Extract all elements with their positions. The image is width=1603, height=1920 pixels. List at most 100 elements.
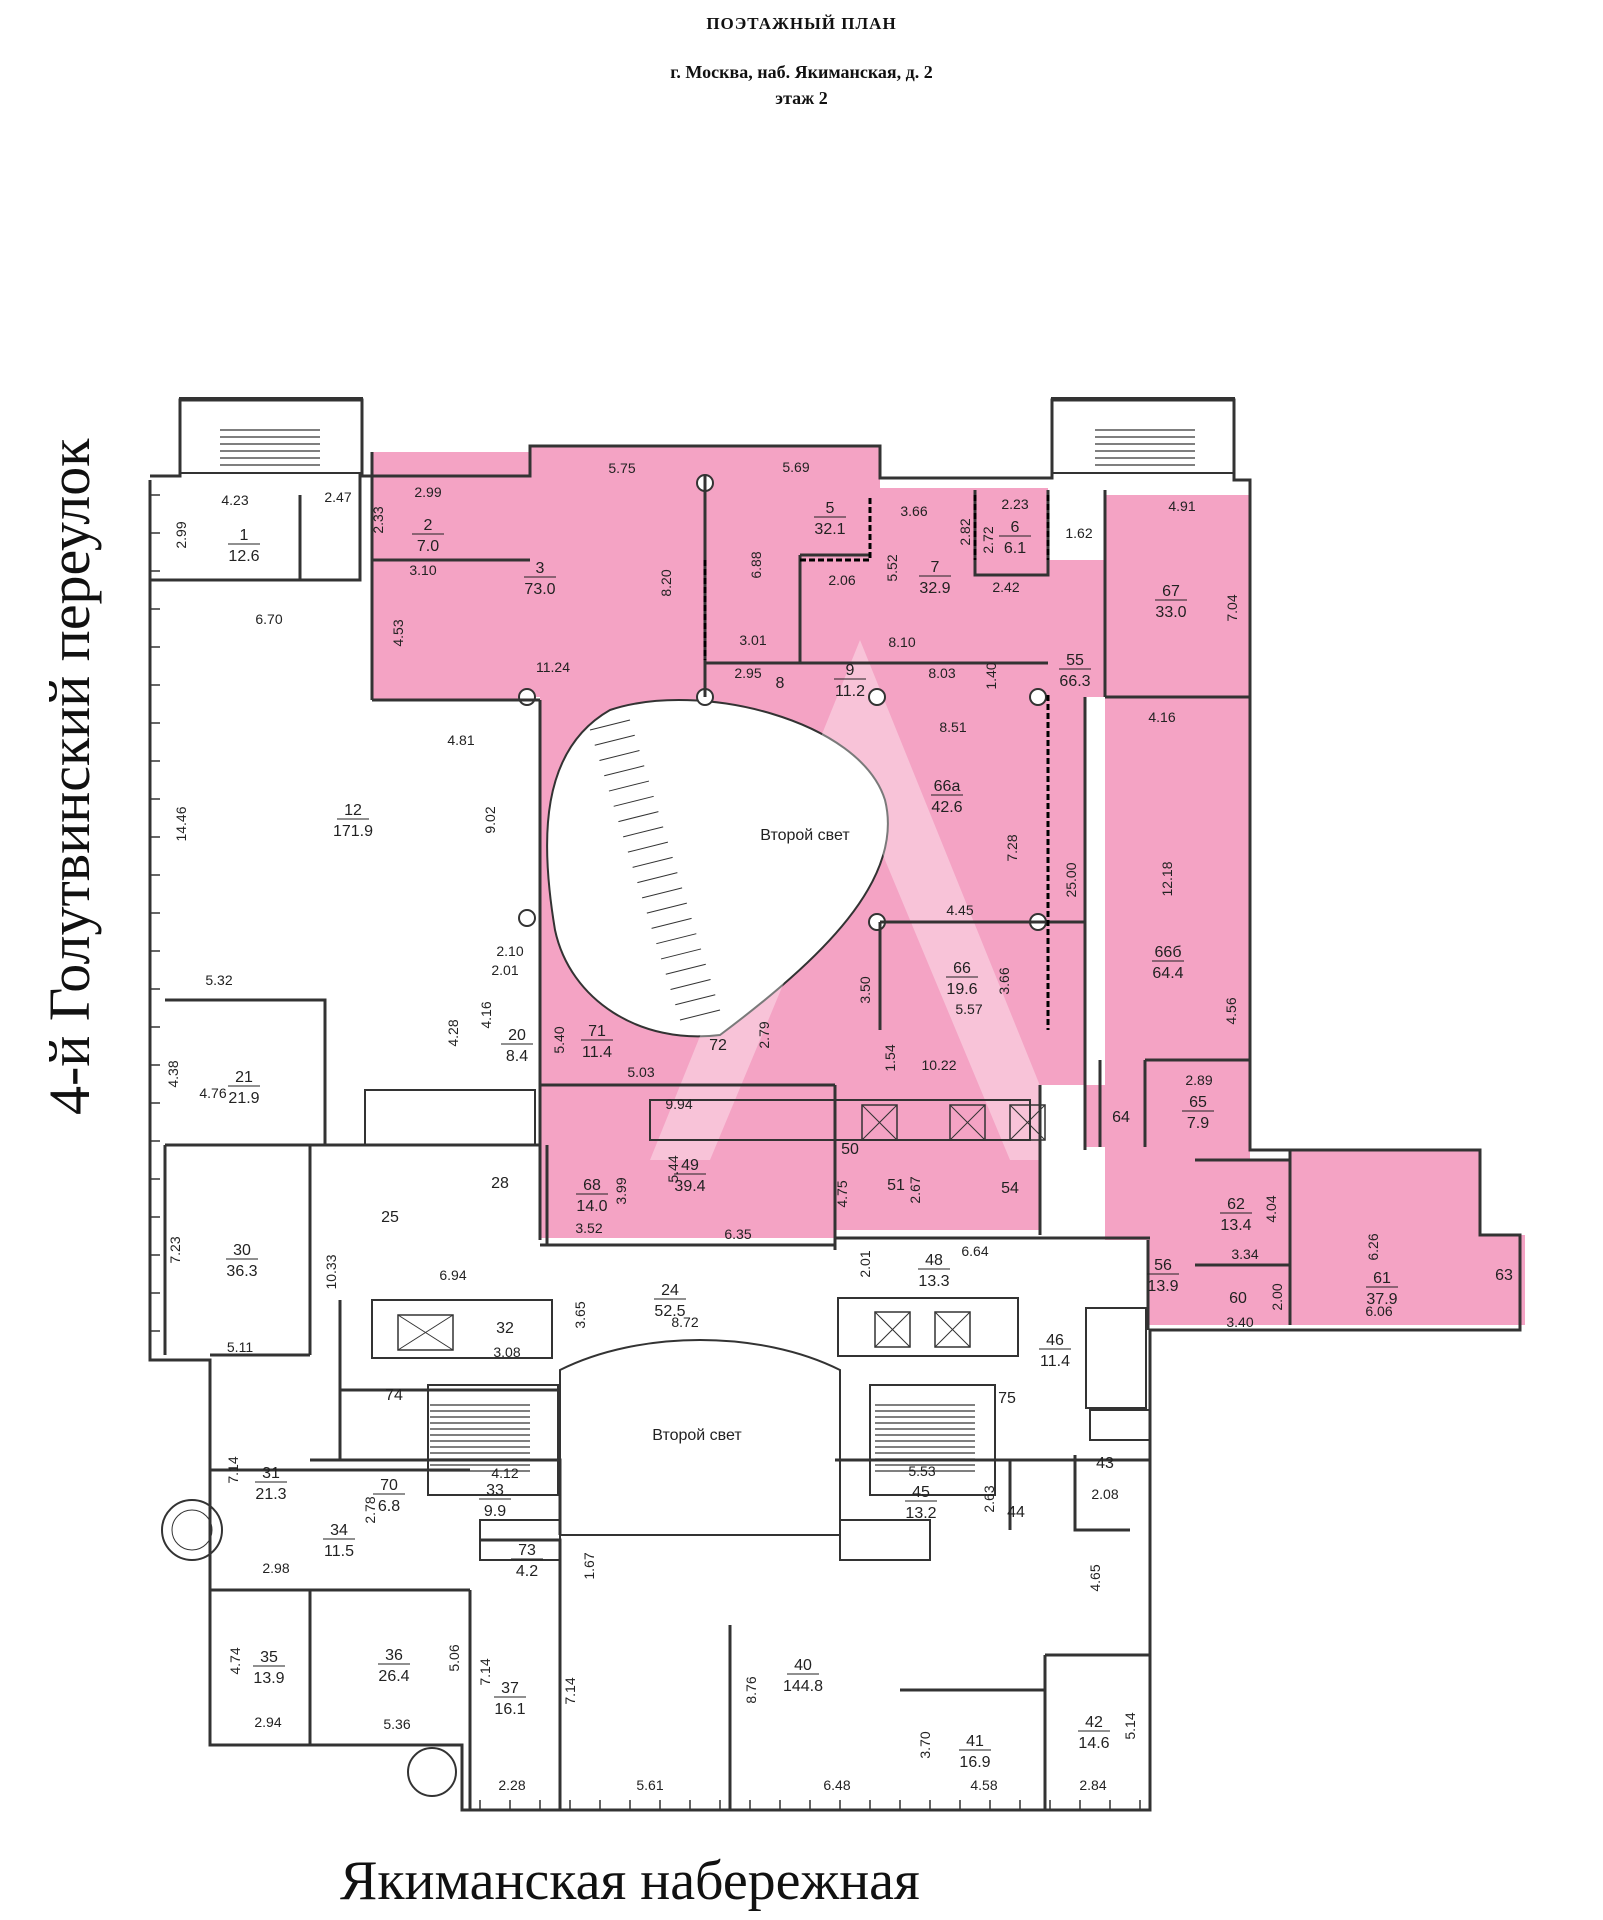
dimension-label: 4.53 (390, 619, 406, 646)
room-number: 46 (1046, 1332, 1064, 1349)
room-number: 66 (953, 960, 971, 977)
room-number: 36 (385, 1647, 403, 1664)
room-area: 6.1 (1004, 540, 1026, 557)
room-number: 48 (925, 1252, 943, 1269)
room-label: 25 (381, 1209, 399, 1226)
dimension-label: 5.44 (665, 1155, 681, 1182)
dimension-label: 2.82 (957, 518, 973, 545)
watermark-shape (650, 640, 1070, 1160)
room-number: 56 (1154, 1257, 1172, 1274)
room-number: 44 (1007, 1504, 1025, 1521)
room-number: 54 (1001, 1180, 1019, 1197)
room-number: 61 (1373, 1270, 1391, 1287)
dimension-label: 2.33 (370, 506, 386, 533)
dimension-label: 2.42 (992, 579, 1019, 595)
dimension-label: 7.04 (1224, 594, 1240, 621)
room-number: 62 (1227, 1196, 1245, 1213)
room-area: 13.9 (253, 1670, 284, 1687)
room-number: 51 (887, 1177, 905, 1194)
room-area: 64.4 (1152, 965, 1183, 982)
dimension-label: 2.63 (981, 1485, 997, 1512)
dimension-label: 4.56 (1223, 997, 1239, 1024)
room-number: 25 (381, 1209, 399, 1226)
structure-block (1051, 397, 1235, 474)
room-number: 2 (424, 517, 433, 534)
room-number: 43 (1096, 1455, 1114, 1472)
dimension-label: 2.00 (1269, 1283, 1285, 1310)
room-number: 24 (661, 1282, 679, 1299)
dimension-label: 4.12 (491, 1465, 518, 1481)
plan-title: ПОЭТАЖНЫЙ ПЛАН (706, 14, 897, 33)
room-number: 63 (1495, 1267, 1513, 1284)
structure-block (839, 1519, 931, 1561)
highlight-zone (1195, 1160, 1290, 1225)
dimension-label: 2.01 (857, 1250, 873, 1277)
room-number: 37 (501, 1680, 519, 1697)
dimension-label: 2.89 (1185, 1072, 1212, 1088)
room-label: 911.2 (834, 662, 866, 700)
room-area: 6.8 (378, 1498, 400, 1515)
column (868, 688, 886, 706)
room-number: 66а (934, 778, 961, 795)
round-feature (161, 1499, 223, 1561)
atrium-label: Второй свет (760, 827, 850, 844)
room-number: 68 (583, 1177, 601, 1194)
dimension-label: 8.51 (939, 719, 966, 735)
dimension-label: 6.06 (1365, 1303, 1392, 1319)
dimension-label: 2.95 (734, 665, 761, 681)
room-label: 43 (1096, 1455, 1114, 1472)
room-number: 20 (508, 1027, 526, 1044)
column (518, 688, 536, 706)
dimension-label: 2.01 (491, 962, 518, 978)
dimension-label: 5.75 (608, 460, 635, 476)
dimension-label: 2.94 (254, 1714, 281, 1730)
room-label: 532.1 (814, 500, 846, 538)
room-number: 74 (385, 1387, 403, 1404)
dimension-label: 4.91 (1168, 498, 1195, 514)
room-number: 66б (1155, 944, 1182, 961)
room-number: 67 (1162, 583, 1180, 600)
structure-block (837, 1297, 1019, 1357)
dimension-label: 8.76 (743, 1676, 759, 1703)
dimension-label: 3.52 (575, 1220, 602, 1236)
plan-structure (161, 397, 1235, 1797)
room-area: 21.9 (228, 1090, 259, 1107)
room-number: 55 (1066, 652, 1084, 669)
room-area: 16.9 (959, 1754, 990, 1771)
dimension-label: 4.76 (199, 1085, 226, 1101)
room-area: 11.4 (1040, 1353, 1070, 1370)
dimension-label: 6.64 (961, 1243, 988, 1259)
room-area: 12.6 (228, 548, 259, 565)
room-area: 73.0 (524, 581, 555, 598)
dimension-label: 6.48 (823, 1777, 850, 1793)
room-area: 7.9 (1187, 1115, 1209, 1132)
dimension-label: 5.52 (884, 554, 900, 581)
lift-shaft (1009, 1104, 1046, 1141)
room-number: 49 (681, 1157, 699, 1174)
dimension-label: 5.53 (908, 1463, 935, 1479)
atrium-label: Второй свет (652, 1427, 742, 1444)
lift-shaft-cross (861, 1104, 898, 1141)
dimension-label: 4.58 (970, 1777, 997, 1793)
room-area: 14.0 (576, 1198, 607, 1215)
stair-tread (637, 872, 678, 884)
stair-tread (594, 734, 635, 746)
room-label: 44 (1007, 1504, 1025, 1521)
room-area: 39.4 (674, 1178, 705, 1195)
lift-shaft (397, 1314, 454, 1351)
room-number: 42 (1085, 1714, 1103, 1731)
dimension-label: 3.66 (900, 503, 927, 519)
highlight-zone (835, 1085, 1040, 1230)
room-label: 75 (998, 1390, 1016, 1407)
dimension-label: 25.00 (1063, 862, 1079, 897)
dimension-label: 3.01 (739, 632, 766, 648)
dimension-label: 7.14 (477, 1658, 493, 1685)
